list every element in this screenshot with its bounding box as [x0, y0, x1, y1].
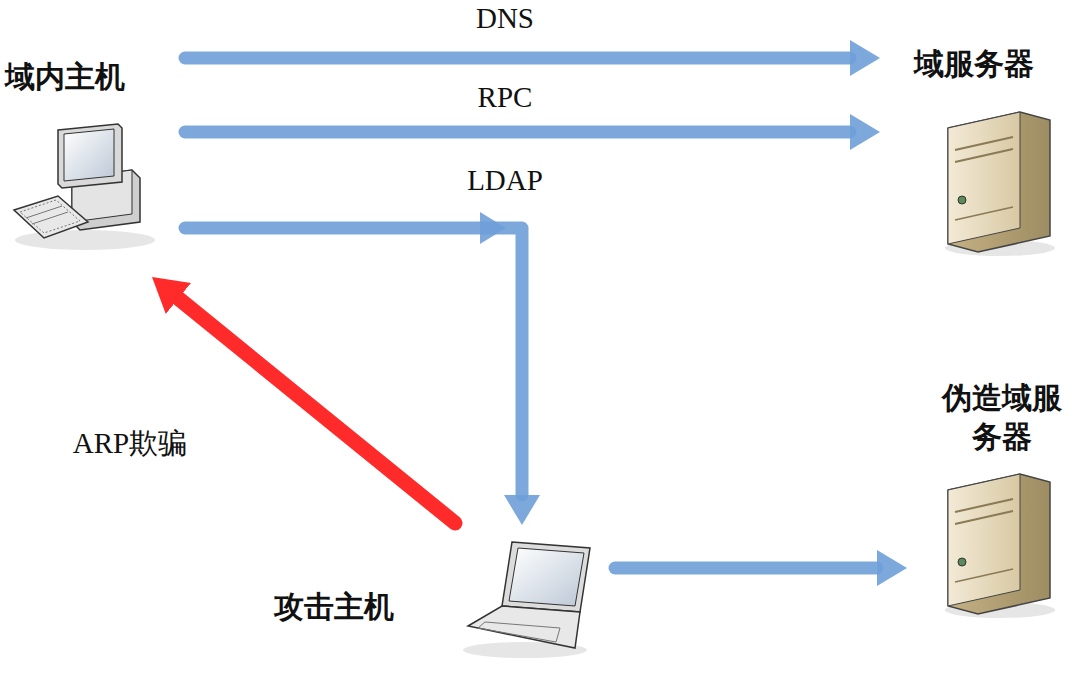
flow-arrow: [185, 228, 522, 495]
node-label: 伪造域服务器: [934, 378, 1070, 456]
node-label: 域服务器: [914, 44, 1034, 83]
edge-label: LDAP: [463, 163, 547, 198]
attack-arrow: [178, 298, 455, 523]
edge-label: RPC: [474, 80, 537, 115]
network-node: 攻击主机: [270, 535, 600, 660]
network-node: 域内主机: [5, 55, 155, 255]
laptop-icon: [463, 542, 590, 658]
computer-icon: [14, 124, 155, 250]
node-label: 攻击主机: [274, 587, 394, 626]
edge-label: ARP欺骗: [69, 426, 191, 461]
edge-label: DNS: [472, 1, 538, 36]
network-node: 伪造域服务器: [932, 378, 1075, 618]
server-icon: [945, 474, 1055, 618]
network-node: 域服务器: [910, 40, 1070, 255]
server-icon: [945, 112, 1055, 256]
flow-arrow: [185, 52, 850, 65]
flow-arrow: [185, 126, 850, 139]
flow-arrow: [615, 562, 877, 575]
node-label: 域内主机: [5, 57, 125, 96]
